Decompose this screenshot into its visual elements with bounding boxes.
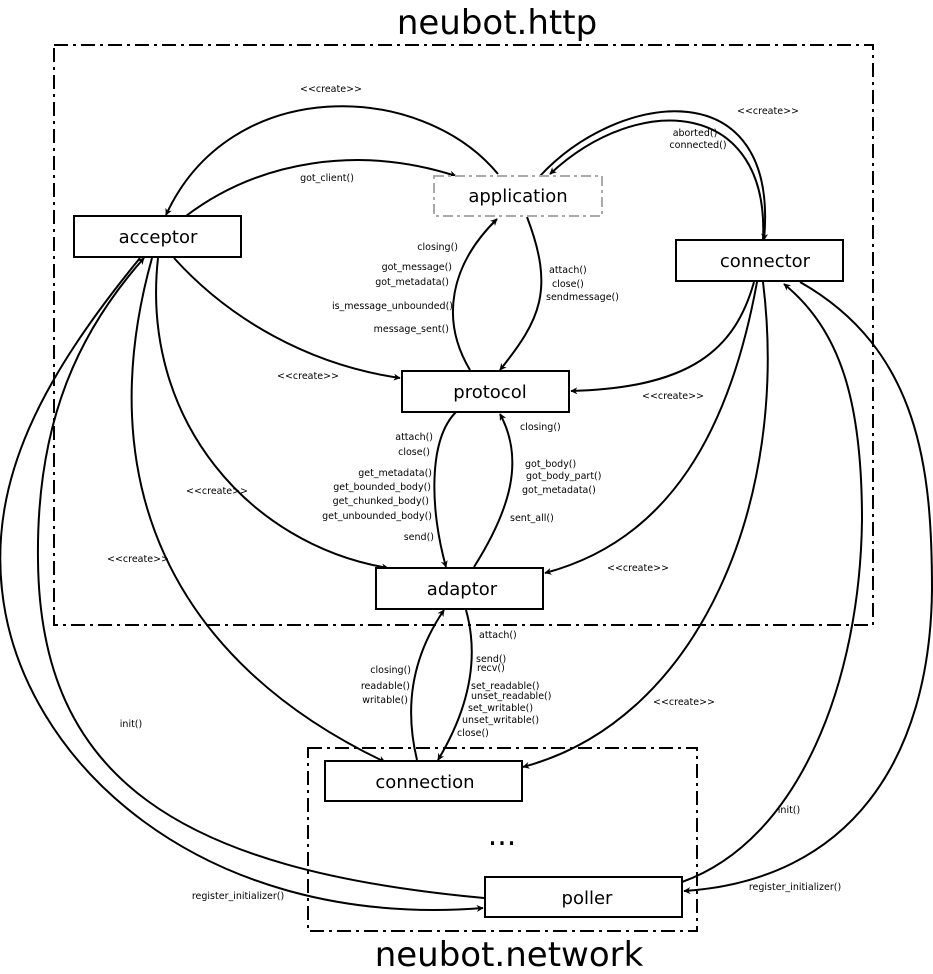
label-recv: recv() [477,663,505,674]
application-label: application [468,186,567,207]
label-get-bounded-body: get_bounded_body() [333,482,431,493]
label-connected: connected() [669,140,726,151]
label-close-proto: close() [398,447,430,458]
label-closing-proto: closing() [520,422,561,433]
label-get-chunked-body: get_chunked_body() [333,496,429,507]
label-message-sent: message_sent() [374,324,449,335]
edge-poller-acceptor-init [36,257,485,899]
adaptor-label: adaptor [427,579,498,600]
label-create-top-right: <<create>> [737,106,799,117]
more-components-ellipsis: ... [488,818,517,853]
label-got-metadata-proto: got_metadata() [522,485,596,496]
label-create-acceptor-connection: <<create>> [107,554,169,565]
label-closing-conn: closing() [370,665,411,676]
poller-node[interactable]: poller [484,876,683,918]
label-aborted: aborted() [673,128,718,139]
label-close-adaptor: close() [457,728,489,739]
protocol-node[interactable]: protocol [401,370,570,413]
connection-box [324,760,523,802]
label-create-connector-protocol: <<create>> [642,391,704,402]
label-attach-proto: attach() [395,432,433,443]
poller-box [484,876,683,918]
connection-node[interactable]: connection [324,760,523,802]
label-is-message-unbounded: is_message_unbounded() [332,301,453,312]
label-get-unbounded-body: get_unbounded_body() [322,511,432,522]
network-package-title: neubot.network [375,935,644,974]
edge-protocol-adaptor-calls [433,411,457,568]
label-create-connector-adaptor: <<create>> [607,563,669,574]
label-got-body: got_body() [525,459,576,470]
label-close-app: close() [552,279,584,290]
connector-label: connector [720,251,811,272]
edge-application-acceptor-create [165,105,499,216]
edge-application-connector-create [539,110,769,241]
acceptor-box [73,215,242,258]
connection-label: connection [375,772,474,793]
edge-acceptor-protocol [173,257,401,381]
edge-protocol-application-callbacks [452,218,498,371]
label-got-client: got_client() [300,173,354,184]
http-package-title: neubot.http [397,3,597,43]
connector-node[interactable]: connector [675,239,844,282]
edge-acceptor-connection [130,257,386,763]
label-init-left: init() [120,719,142,730]
label-send-proto: send() [404,532,434,543]
label-unset-writable: unset_writable() [462,715,539,726]
edge-poller-connector-init [681,283,864,883]
label-got-body-part: got_body_part() [526,471,601,482]
label-create-acceptor-adaptor: <<create>> [186,486,248,497]
protocol-box [401,370,570,413]
label-create-top-left: <<create>> [300,84,362,95]
edge-adaptor-connection-calls [437,609,473,761]
label-create-connector-connection: <<create>> [653,697,715,708]
edge-adaptor-protocol-callbacks [473,413,514,568]
label-set-writable: set_writable() [468,703,533,714]
edge-connector-application-callbacks [549,119,765,241]
adaptor-node[interactable]: adaptor [375,567,544,610]
edge-connector-poller-register [683,281,933,895]
label-send-adaptor: send() [476,654,506,665]
http-package-boundary [53,44,874,626]
label-init-right: init() [778,805,800,816]
network-package-boundary [307,747,698,932]
edge-connector-protocol [570,281,755,395]
label-sent-all: sent_all() [510,513,554,524]
label-register-initializer-right: register_initializer() [749,882,841,893]
protocol-label: protocol [453,382,526,403]
label-got-message: got_message() [382,262,452,273]
application-box [433,175,603,217]
label-set-readable: set_readable() [471,681,539,692]
application-node[interactable]: application [433,175,603,217]
edge-acceptor-application-gotclient [185,159,457,217]
connector-box [675,239,844,282]
label-attach-app: attach() [549,265,587,276]
edge-connector-connection [522,281,769,769]
edge-acceptor-poller-register [0,257,484,912]
label-get-metadata: get_metadata() [358,468,432,479]
label-writable: writable() [362,695,408,706]
acceptor-node[interactable]: acceptor [73,215,242,258]
acceptor-label: acceptor [119,227,198,248]
label-attach-adaptor: attach() [479,630,517,641]
edge-application-protocol-calls [499,216,543,371]
adaptor-box [375,567,544,610]
label-register-initializer-left: register_initializer() [192,891,284,902]
edge-connector-adaptor [544,281,758,575]
edge-acceptor-adaptor [155,257,389,571]
label-sendmessage: sendmessage() [546,292,619,303]
label-create-acceptor-protocol: <<create>> [277,371,339,382]
label-unset-readable: unset_readable() [471,691,551,702]
poller-label: poller [562,888,614,909]
label-got-metadata-app: got_metadata() [375,277,449,288]
edge-connection-adaptor-callbacks [410,609,445,761]
label-readable: readable() [361,681,410,692]
label-closing-app: closing() [417,242,458,253]
